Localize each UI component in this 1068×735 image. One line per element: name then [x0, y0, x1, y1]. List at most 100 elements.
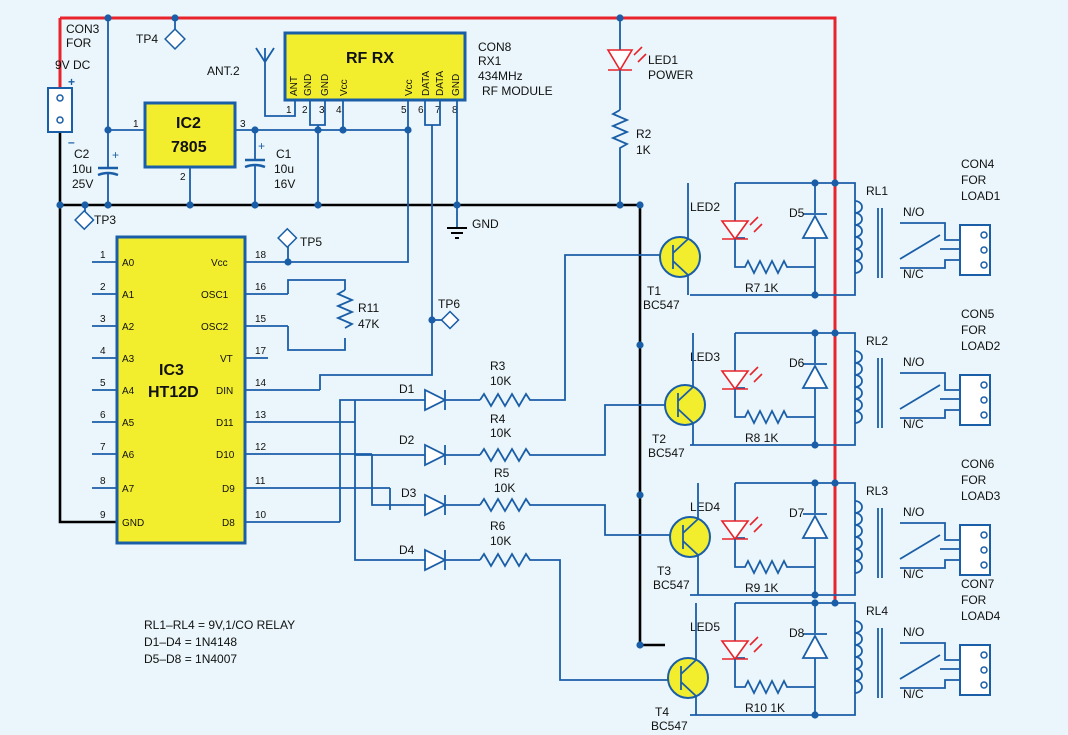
junction-dot [636, 641, 644, 649]
note-d1-d4: D1–D4 = 1N4148 [144, 635, 237, 649]
resistor-label: R9 1K [745, 581, 778, 595]
c2-value: 10u [72, 162, 92, 176]
junction-dot [56, 201, 64, 209]
svg-text:A7: A7 [122, 484, 135, 495]
relay-no-contact [900, 222, 960, 241]
junction-dot [314, 201, 322, 209]
svg-text:A5: A5 [122, 418, 135, 429]
terminal-screw [980, 261, 988, 269]
terminal-screw [980, 381, 988, 389]
no-label: N/O [903, 625, 924, 639]
junction-dot [811, 599, 819, 607]
freq-label: 434MHz [478, 69, 523, 83]
transistor-icon [659, 236, 701, 278]
transistor-label: T4 [655, 705, 669, 719]
r3-resistor [479, 254, 665, 408]
relay-core [877, 208, 883, 278]
relay-coil-icon [854, 620, 863, 694]
note-d5-d8: D5–D8 = 1N4007 [144, 652, 237, 666]
ic2-label: IC2 [176, 115, 201, 132]
junction-dot [428, 316, 436, 324]
terminal-screw [980, 411, 988, 419]
load-label: LOAD3 [961, 489, 1001, 503]
svg-text:GND: GND [451, 74, 462, 96]
svg-text:2: 2 [100, 282, 106, 293]
transistor-label: T2 [652, 432, 666, 446]
ic3-left-pins: A0 A1 A2 A3 A4 A5 A6 A7 GND 1 2 3 4 5 6 … [92, 250, 144, 529]
terminal-screw [980, 546, 988, 554]
junction-dot [453, 201, 461, 209]
svg-text:11: 11 [255, 476, 266, 487]
terminal-screw [980, 681, 988, 689]
svg-text:+: + [112, 148, 119, 162]
connector-label: CON4 [961, 157, 995, 171]
led-resistor [734, 239, 815, 276]
ic3-label: IC3 [159, 362, 184, 379]
tp6-label: TP6 [438, 297, 460, 311]
led-icon [720, 370, 750, 391]
r6-label: R6 [490, 519, 506, 533]
svg-text:1: 1 [133, 119, 139, 130]
relay-switch-arm [899, 654, 960, 680]
svg-text:14: 14 [255, 378, 267, 389]
led-icon [720, 520, 750, 541]
diode-label: D7 [789, 506, 805, 520]
r11-value: 47K [358, 317, 379, 331]
svg-text:13: 13 [255, 410, 267, 421]
led-label: LED4 [690, 500, 720, 514]
r4-resistor [479, 404, 665, 463]
relay-nc-contact [900, 259, 960, 269]
diode-label: D5 [789, 206, 805, 220]
gnd-label: GND [472, 217, 499, 231]
con8-label: CON8 [478, 40, 512, 54]
tp5-label: TP5 [300, 235, 322, 249]
junction-dot [284, 258, 292, 266]
r5-label: R5 [494, 466, 510, 480]
nc-label: N/C [903, 267, 924, 281]
terminal-screw [980, 561, 988, 569]
load-label: LOAD1 [961, 189, 1001, 203]
rx1-label: RX1 [478, 54, 502, 68]
svg-text:5: 5 [100, 378, 106, 389]
svg-text:A6: A6 [122, 450, 135, 461]
terminal-screw [980, 231, 988, 239]
transistor-part-label: BC547 [643, 298, 680, 312]
relay-coil-icon [854, 350, 863, 424]
tp4-testpoint [164, 28, 186, 50]
tp3-label: TP3 [94, 213, 116, 227]
relay-coil-icon [854, 200, 863, 274]
transistor-leads [680, 659, 697, 697]
diode-d2 [424, 443, 480, 467]
junction-dot [636, 341, 644, 349]
resistor-label: R7 1K [745, 281, 778, 295]
diode-label: D6 [789, 356, 805, 370]
junction-dot [831, 179, 839, 187]
svg-text:A4: A4 [122, 386, 135, 397]
relay-nc-contact [900, 679, 960, 689]
load-terminal-block [959, 644, 991, 696]
junction-dots [56, 14, 839, 719]
svg-text:18: 18 [255, 250, 267, 261]
ground-rail [60, 203, 665, 647]
led-icon [720, 640, 750, 661]
svg-text:10: 10 [255, 510, 267, 521]
junction-dot [811, 329, 819, 337]
svg-text:DIN: DIN [216, 386, 233, 397]
relay-nc-contact [900, 559, 960, 569]
load-terminal-block [959, 224, 991, 276]
junction-dot [616, 14, 624, 22]
relay-switch-arm [899, 534, 960, 560]
svg-text:D8: D8 [222, 518, 235, 529]
junction-dot [104, 126, 112, 134]
transistor-icon [669, 516, 711, 558]
r4-label: R4 [490, 412, 506, 426]
r5-value: 10K [494, 481, 515, 495]
r11-resistor [335, 289, 355, 329]
junction-dot [831, 329, 839, 337]
svg-text:3: 3 [240, 119, 246, 130]
c1-voltage: 16V [274, 177, 295, 191]
svg-text:+: + [258, 139, 265, 153]
transistor-leads [682, 518, 699, 556]
